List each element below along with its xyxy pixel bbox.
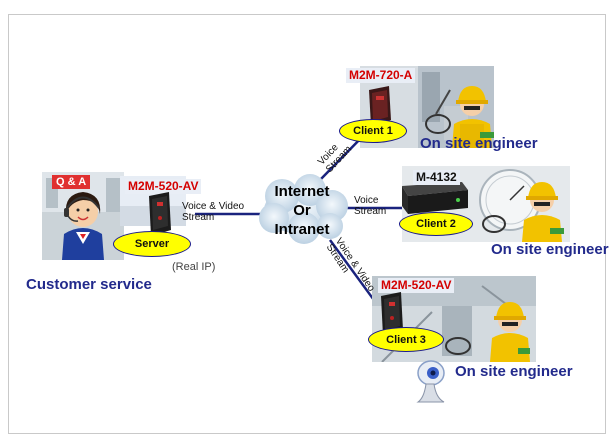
client2-device-label: M-4132 [413, 170, 460, 185]
engineer-figure-3 [490, 302, 530, 362]
client1-node: Client 1 [339, 119, 407, 143]
client2-caption: On site engineer [491, 241, 609, 258]
client2-stream-label: Voice Stream [354, 195, 386, 217]
client2-device-icon [402, 182, 468, 214]
server-stream-line-2: Stream [182, 212, 215, 223]
network-line-1: Internet [274, 183, 330, 200]
engineer-figure-2 [522, 182, 564, 242]
customer-service-caption: Customer service [26, 276, 152, 293]
client2-node: Client 2 [399, 212, 473, 236]
server-node: Server [113, 231, 191, 257]
client3-device-label: M2M-520-AV [378, 278, 455, 293]
client3-device-icon [381, 292, 403, 336]
server-stream-label: Voice & Video Stream [182, 201, 244, 223]
webcam-icon [416, 360, 445, 403]
client2-stream-line-1: Voice [354, 195, 379, 206]
internet-cloud-icon [259, 174, 348, 244]
client3-caption: On site engineer [455, 363, 573, 380]
qa-badge: Q & A [52, 175, 91, 189]
client1-caption: On site engineer [420, 135, 538, 152]
server-stream-line-1: Voice & Video [182, 201, 245, 212]
network-line-2: Or [293, 202, 311, 219]
server-device-label: M2M-520-AV [125, 179, 202, 194]
client1-device-label: M2M-720-A [346, 68, 416, 83]
engineer-figure-1 [452, 86, 494, 148]
client2-stream-line-2: Stream [354, 206, 387, 217]
server-device-icon [149, 192, 171, 236]
network-label: Internet Or Intranet [262, 182, 342, 239]
real-ip-note: (Real IP) [172, 261, 216, 273]
client3-node: Client 3 [368, 327, 444, 352]
client1-device-icon [369, 86, 391, 126]
network-line-3: Intranet [274, 221, 330, 238]
